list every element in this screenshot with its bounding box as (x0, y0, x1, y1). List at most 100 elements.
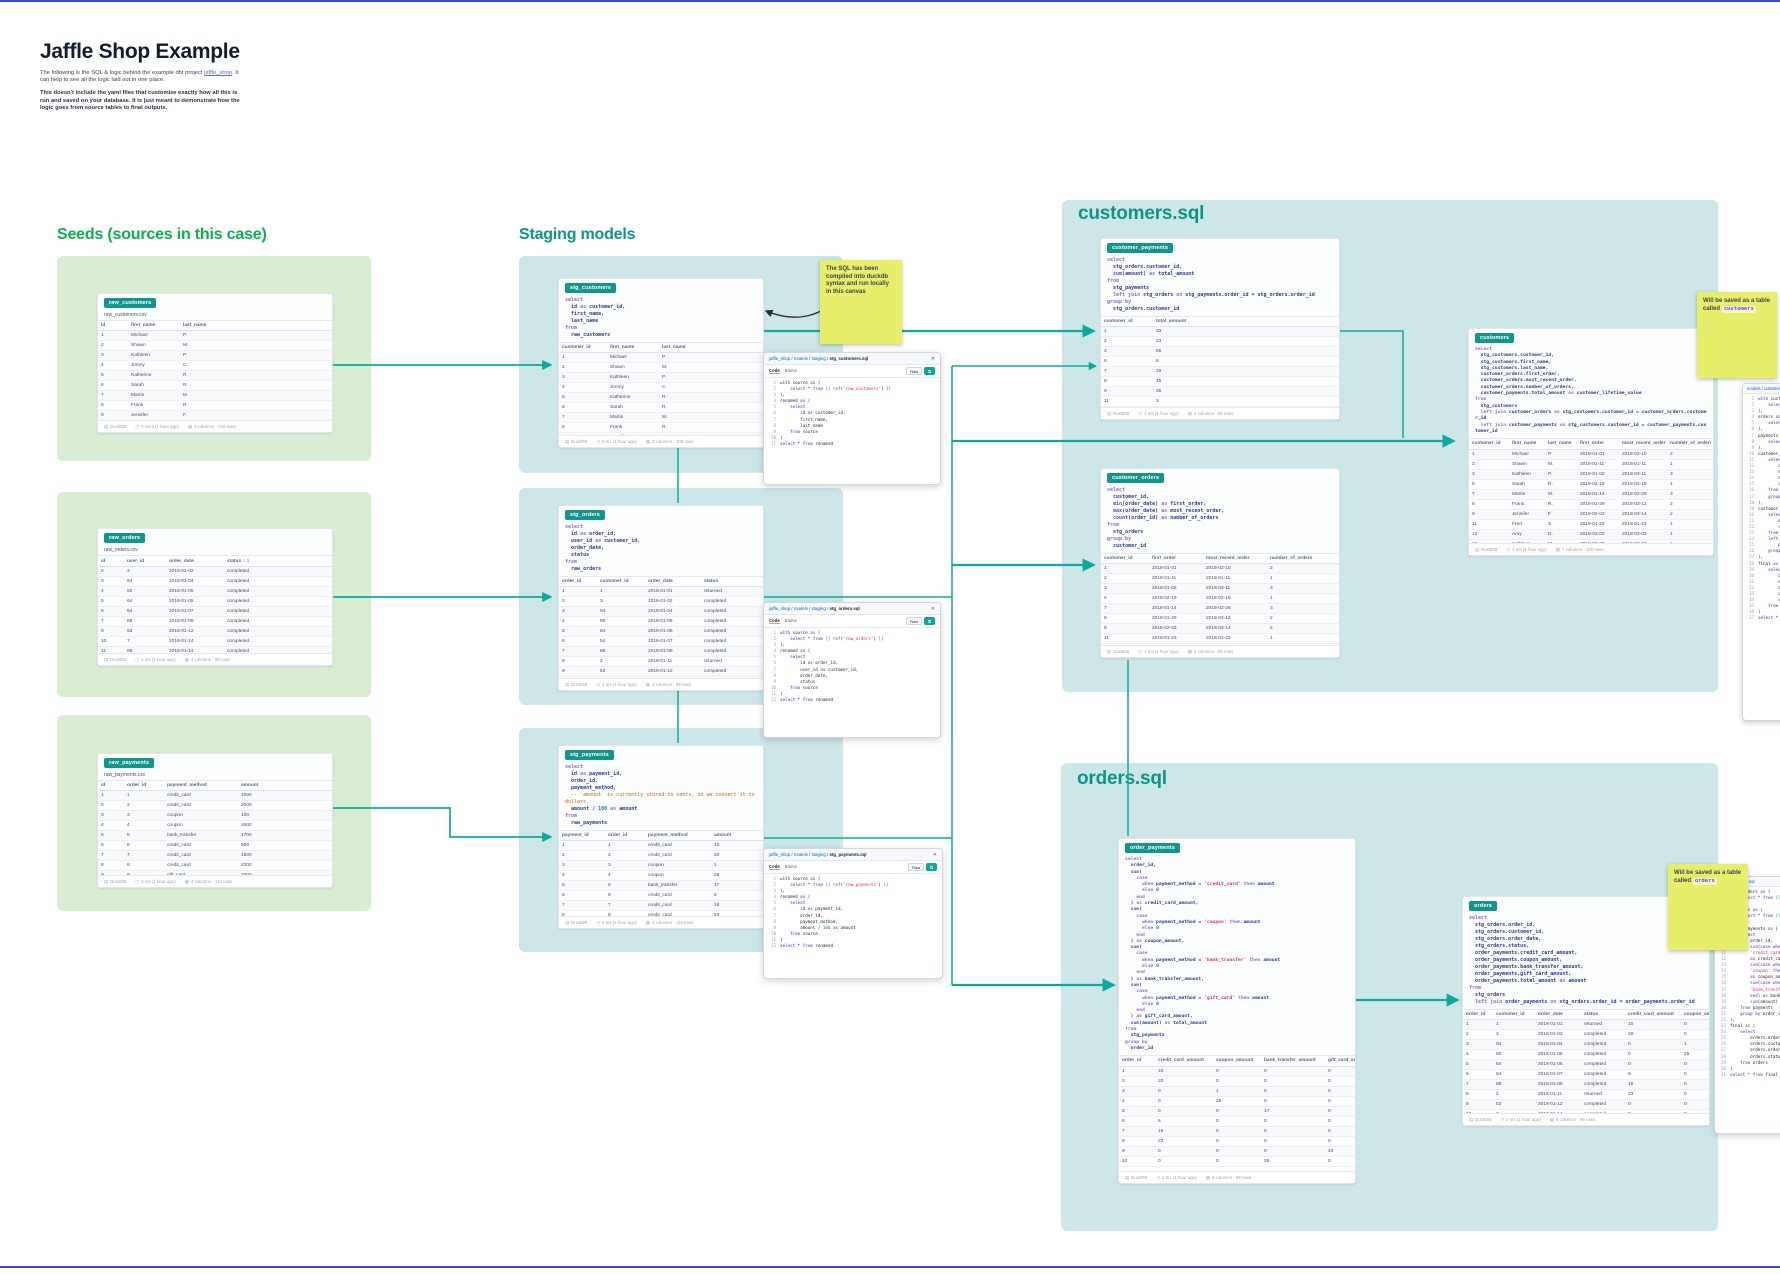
column-header[interactable]: first_name (128, 320, 180, 332)
cell-sql-code[interactable]: select stg_customers.customer_id, stg_cu… (1475, 347, 1707, 434)
sticky-note-compiled-sql[interactable]: The SQL has been compiled into duckdb sy… (820, 260, 902, 344)
column-header[interactable]: first_order (1577, 438, 1619, 450)
column-header[interactable]: credit_card_amount (1625, 1009, 1681, 1021)
cell-sql-code[interactable]: select id as customer_id, first_name, la… (565, 297, 626, 338)
copy-button[interactable]: ⧉ (924, 367, 935, 375)
jaffle-shop-link[interactable]: jaffle_shop (204, 70, 233, 76)
column-header[interactable]: status↑ 1 (224, 555, 282, 568)
cell-badge[interactable]: stg_orders (565, 510, 605, 520)
column-header[interactable]: number_of_orders (1267, 553, 1325, 565)
raw-button[interactable]: Raw (908, 863, 925, 871)
column-header[interactable]: customer_lifetime_value (1711, 438, 1713, 450)
tab-blame[interactable]: Blame (784, 368, 797, 373)
cell-badge[interactable]: raw_customers (104, 298, 157, 308)
cell-sql-code[interactable]: select stg_orders.customer_id, sum(amoun… (1107, 257, 1315, 312)
cell-badge[interactable]: customer_payments (1107, 243, 1174, 253)
sticky-note-saved-orders[interactable]: Will be saved as a table called orders (1668, 864, 1748, 950)
column-header[interactable]: order_id (124, 780, 164, 792)
column-header[interactable]: total_amount (1153, 316, 1223, 328)
column-header[interactable]: id (98, 780, 124, 792)
column-header[interactable]: status (701, 576, 745, 588)
file-breadcrumb[interactable]: jaffle_shop / models / staging / stg_pay… (769, 852, 867, 857)
tab-blame[interactable]: Blame (784, 864, 797, 869)
column-header[interactable]: coupon_amount (1213, 1055, 1261, 1067)
column-header[interactable]: id (98, 555, 124, 568)
tab-blame[interactable]: Blame (784, 618, 797, 623)
file-breadcrumb[interactable]: jaffle_shop / models / staging / stg_cus… (769, 356, 869, 361)
cell-badge[interactable]: order_payments (1125, 843, 1180, 853)
cell-badge[interactable]: customer_orders (1107, 473, 1165, 483)
column-header[interactable]: payment_method (645, 830, 711, 842)
column-header[interactable]: user_id (124, 555, 166, 568)
column-header[interactable]: amount (238, 780, 280, 792)
column-header[interactable]: bank_transfer_amount (1261, 1055, 1325, 1067)
code-window-stg_customers[interactable]: jaffle_shop / models / staging / stg_cus… (763, 352, 941, 485)
column-header[interactable]: status (1581, 1009, 1625, 1021)
column-header[interactable]: last_name (180, 320, 232, 332)
cell-badge[interactable]: stg_customers (565, 283, 617, 293)
cell-sql-code[interactable]: select id as order_id, user_id as custom… (565, 524, 641, 572)
code-window-stg_payments[interactable]: jaffle_shop / models / staging / stg_pay… (763, 848, 943, 979)
tab-code[interactable]: Code (769, 864, 780, 870)
column-header[interactable]: customer_id (1493, 1009, 1535, 1021)
column-header[interactable]: order_date (166, 555, 224, 568)
column-header[interactable]: customer_id (597, 576, 645, 588)
column-header[interactable]: order_id (605, 830, 645, 842)
cell-sql-code[interactable]: select stg_orders.order_id, stg_orders.c… (1469, 915, 1695, 1005)
code-window-stg_orders[interactable]: jaffle_shop / models / staging / stg_ord… (763, 602, 941, 738)
column-header[interactable]: coupon_amount (1681, 1009, 1709, 1021)
close-icon[interactable]: ✕ (930, 605, 935, 612)
cell-badge[interactable]: customers (1475, 333, 1515, 343)
column-header[interactable]: order_id (1119, 1055, 1155, 1067)
column-header[interactable]: first_order (1149, 553, 1203, 565)
column-header[interactable]: order_date (645, 576, 701, 588)
column-header[interactable]: gift_card_amount (1325, 1055, 1355, 1067)
close-icon[interactable]: ✕ (930, 355, 935, 362)
column-header[interactable]: amount (711, 830, 749, 842)
column-header[interactable]: most_recent_order (1619, 438, 1667, 450)
panel-filename[interactable]: models / customers.sql (1743, 384, 1780, 394)
cell-badge[interactable]: stg_payments (565, 750, 614, 760)
column-header[interactable]: customer_id (1101, 553, 1149, 565)
column-header[interactable]: last_name (659, 342, 709, 354)
column-header[interactable]: first_name (1509, 438, 1545, 450)
cell-badge[interactable]: raw_payments (104, 758, 155, 768)
cell-badge[interactable]: raw_orders (104, 533, 146, 543)
cell-sql-code[interactable]: select id as payment_id, order_id, payme… (565, 764, 758, 826)
column-header[interactable]: payment_id (559, 830, 605, 842)
tab-code[interactable]: Code (769, 618, 780, 624)
raw-button[interactable]: Raw (906, 367, 923, 375)
column-header[interactable]: id (98, 320, 128, 332)
column-header[interactable]: order_id (1463, 1009, 1493, 1021)
side-panel-customers-model[interactable]: models / customers.sql123456789101112131… (1742, 383, 1780, 721)
column-header[interactable]: customer_id (1101, 316, 1153, 328)
column-header[interactable]: credit_card_amount (1155, 1055, 1213, 1067)
column-header[interactable]: last_name (1545, 438, 1577, 450)
column-header[interactable]: number_of_orders (1667, 438, 1711, 450)
cell-sql-code[interactable]: select customer_id, min(order_date) as f… (1107, 487, 1225, 549)
file-breadcrumb[interactable]: jaffle_shop / models / staging / stg_ord… (769, 606, 860, 611)
column-header[interactable]: payment_method (164, 780, 238, 792)
column-header[interactable]: order_id (559, 576, 597, 588)
tab-code[interactable]: Code (769, 368, 780, 374)
cell-sql-code[interactable]: select order_id, sum( case when payment_… (1125, 857, 1281, 1051)
close-icon[interactable]: ✕ (932, 851, 937, 858)
column-header[interactable]: order_date (1535, 1009, 1581, 1021)
column-header[interactable]: customer_id (559, 342, 607, 354)
cell-badge[interactable]: orders (1469, 901, 1498, 911)
copy-button[interactable]: ⧉ (924, 617, 935, 625)
sticky-note-saved-customers[interactable]: Will be saved as a table called customer… (1697, 292, 1777, 378)
column-header[interactable]: first_name (607, 342, 659, 354)
model-cell-orders[interactable]: orders select stg_orders.order_id, stg_or… (1462, 896, 1710, 1126)
column-header[interactable]: most_recent_order (1203, 553, 1267, 565)
model-cell-customers[interactable]: customers select stg_customers.customer_i… (1468, 328, 1714, 556)
